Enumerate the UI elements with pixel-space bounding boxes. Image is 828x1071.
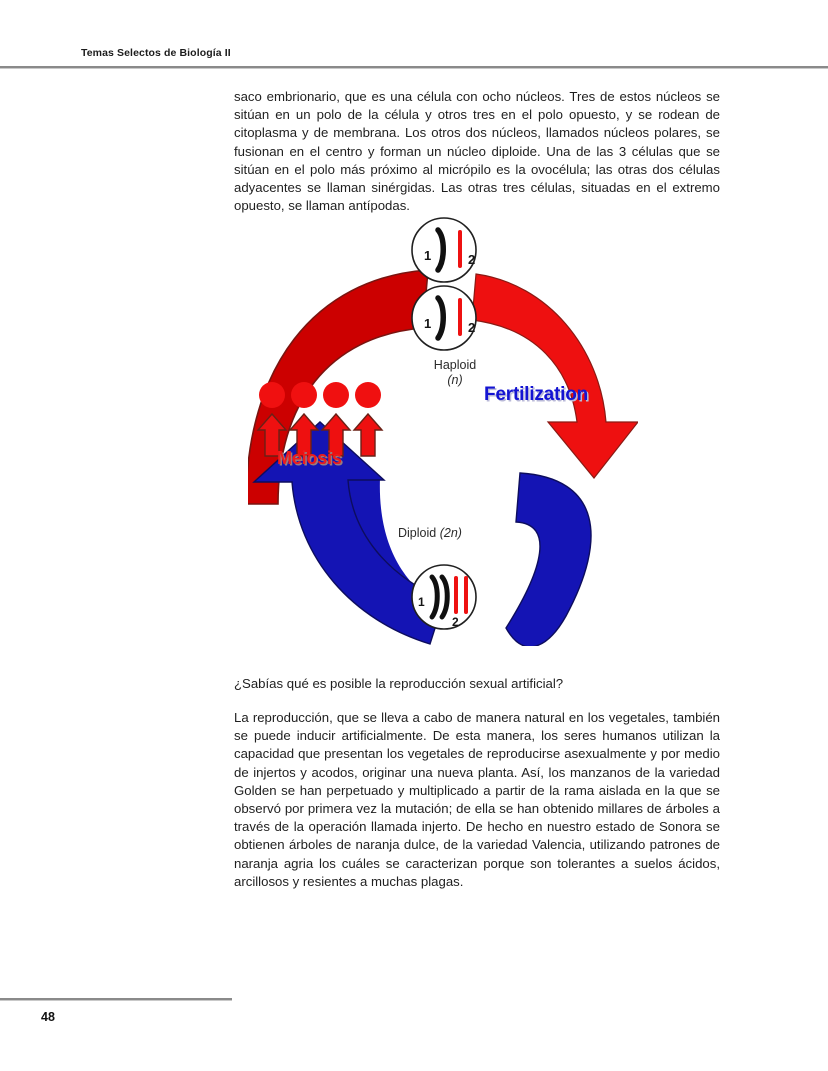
svg-text:2: 2	[452, 615, 459, 629]
fertilization-blue-arc	[505, 472, 592, 646]
diploid-label: Diploid (2n)	[398, 526, 462, 540]
haploid-cell-top: 1 2	[411, 217, 477, 283]
meiosis-blue-arrow	[252, 421, 445, 645]
diploid-zygote-cell: 1 2	[411, 564, 477, 630]
haploid-label: Haploid (n)	[415, 358, 495, 388]
fertilization-red-arrow	[471, 273, 638, 479]
diploid-label-text: Diploid	[398, 526, 437, 540]
svg-text:2: 2	[468, 252, 475, 267]
paragraph-intro-container: saco embrionario, que es una célula con …	[234, 88, 720, 215]
diploid-label-2n: (2n)	[439, 526, 462, 540]
paragraph-intro: saco embrionario, que es una célula con …	[234, 89, 720, 214]
paragraph-reproduction-container: La reproducción, que se lleva a cabo de …	[234, 709, 720, 891]
svg-text:2: 2	[468, 320, 475, 335]
header-rule	[0, 66, 828, 69]
life-cycle-figure: 1 2 1 2 1 2 Hap	[248, 208, 638, 646]
footer-rule	[0, 998, 232, 1001]
meiosis-product-cells	[256, 382, 384, 457]
paragraph-question: ¿Sabías qué es posible la reproducción s…	[234, 676, 564, 691]
haploid-label-text: Haploid	[433, 358, 477, 372]
haploid-cell-bottom: 1 2	[411, 285, 477, 351]
paragraph-question-container: ¿Sabías qué es posible la reproducción s…	[234, 675, 720, 693]
svg-text:1: 1	[418, 595, 425, 609]
meiosis-label: Meiosis	[277, 448, 342, 468]
running-header-title: Temas Selectos de Biología II	[81, 47, 231, 59]
life-cycle-svg: 1 2 1 2 1 2	[248, 217, 638, 646]
page-number: 48	[41, 1010, 55, 1024]
fertilization-label: Fertilization	[484, 384, 589, 405]
svg-text:1: 1	[424, 248, 431, 263]
paragraph-reproduction: La reproducción, que se lleva a cabo de …	[234, 710, 720, 889]
svg-text:1: 1	[424, 316, 431, 331]
haploid-label-n: (n)	[447, 373, 463, 387]
